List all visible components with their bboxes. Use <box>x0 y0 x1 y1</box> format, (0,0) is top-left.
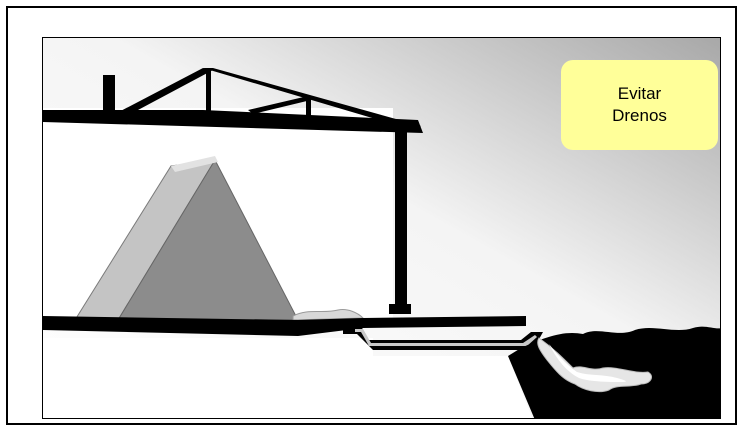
ground-foreground <box>43 338 533 418</box>
shed-post <box>395 123 407 309</box>
illustration-scene: Evitar Drenos <box>42 37 721 419</box>
drain-pipe-inner <box>355 329 537 346</box>
roof-brace <box>248 96 311 114</box>
pile-ridge <box>171 156 218 172</box>
roof-rafter-left <box>113 68 213 118</box>
label-line-2: Drenos <box>612 106 667 125</box>
discharge-spill <box>537 337 652 393</box>
chimney <box>103 75 115 115</box>
label-line-1: Evitar <box>617 84 662 103</box>
roof-rafter-right <box>203 68 421 130</box>
roof-king-post <box>206 70 211 112</box>
roof-post-right <box>306 96 311 118</box>
slide-frame: Evitar Drenos <box>6 6 737 425</box>
manure-pile <box>74 156 299 321</box>
roof-main-beam <box>43 110 423 133</box>
leak-puddle <box>292 309 365 321</box>
evitar-drenos-label: Evitar Drenos <box>561 60 718 150</box>
post-base <box>389 304 411 314</box>
discharge-spill-inner <box>549 344 626 382</box>
shed-roof <box>43 68 423 133</box>
floor-slab <box>43 316 526 336</box>
